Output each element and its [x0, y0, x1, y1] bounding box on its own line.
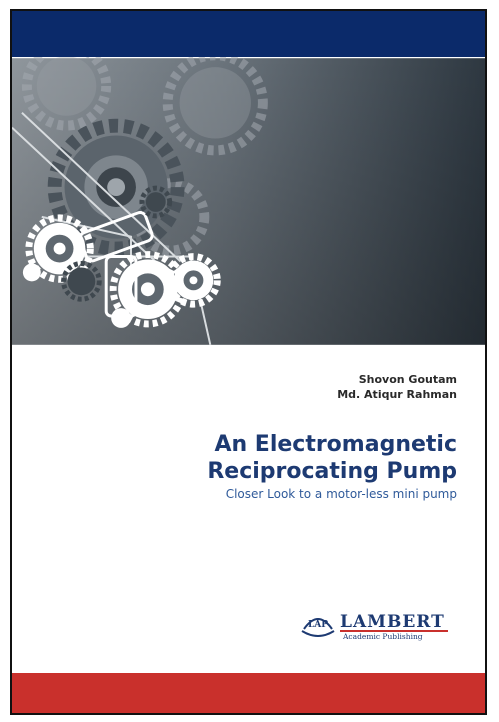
- bottom-color-band: [12, 673, 485, 713]
- publisher-tagline: Academic Publishing: [342, 632, 423, 641]
- publisher-logo-text: LAP: [308, 620, 328, 630]
- author-name: Md. Atiqur Rahman: [337, 388, 457, 401]
- book-title-line: Reciprocating Pump: [207, 459, 457, 484]
- cover-gears-illustration: [12, 57, 485, 346]
- book-cover: Shovon Goutam Md. Atiqur Rahman An Elect…: [10, 9, 487, 715]
- book-subtitle: Closer Look to a motor-less mini pump: [225, 487, 457, 501]
- book-title-line: An Electromagnetic: [214, 432, 457, 457]
- publisher-logo: LAP LAMBERT Academic Publishing: [300, 607, 452, 643]
- publisher-name: LAMBERT: [340, 612, 445, 632]
- author-name: Shovon Goutam: [358, 373, 457, 386]
- top-color-band: [12, 11, 485, 57]
- author-list: Shovon Goutam Md. Atiqur Rahman: [337, 372, 457, 402]
- book-title: An Electromagnetic Reciprocating Pump: [207, 431, 457, 485]
- lap-emblem-icon: LAP: [301, 618, 335, 637]
